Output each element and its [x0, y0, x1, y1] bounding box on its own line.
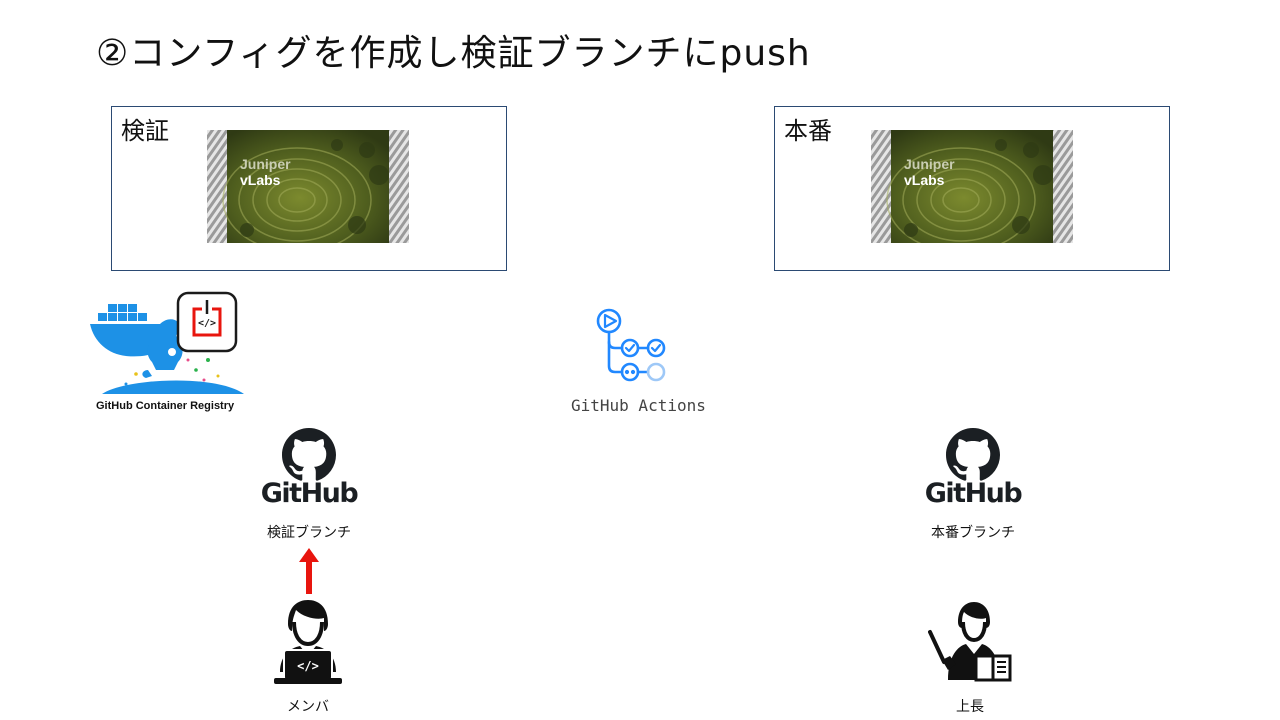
github-wordmark: GitHub	[924, 478, 1023, 509]
verification-branch-label: 検証ブランチ	[267, 525, 351, 541]
vlabs-juniper-text: Juniper	[240, 156, 291, 172]
vlabs-vlabs-text: vLabs	[240, 172, 281, 188]
developer-person-icon: </>	[274, 600, 342, 684]
member-label: メンバ	[287, 699, 329, 715]
svg-text:</>: </>	[198, 318, 216, 329]
github-octocat-icon	[282, 428, 336, 481]
juniper-vlabs-image: Juniper vLabs	[871, 130, 1073, 243]
actions-label: GitHub Actions	[571, 396, 706, 415]
member-person: </> メンバ	[262, 598, 354, 716]
github-octocat-icon	[946, 428, 1000, 481]
vlabs-juniper-text: Juniper	[904, 156, 955, 172]
registry-label: GitHub Container Registry	[96, 400, 235, 412]
verification-env-box: 検証 Juniper vLabs	[111, 106, 507, 271]
teacher-person-icon	[928, 602, 1012, 682]
boss-label: 上長	[956, 699, 984, 715]
github-actions: GitHub Actions	[560, 306, 724, 416]
github-actions-icon	[596, 308, 666, 382]
push-arrow-icon	[299, 548, 319, 594]
vlabs-landscape-image: Juniper vLabs	[871, 130, 1073, 243]
code-package-icon: </>	[176, 291, 238, 353]
github-verification-repo: GitHub 検証ブランチ	[250, 428, 368, 544]
vlabs-landscape-image: Juniper vLabs	[207, 130, 409, 243]
svg-text:</>: </>	[297, 659, 319, 673]
docker-whale-icon: </>	[90, 291, 244, 394]
juniper-vlabs-image: Juniper vLabs	[207, 130, 409, 243]
github-container-registry: </> GitHub Container Registry	[86, 290, 250, 416]
production-env-box: 本番 Juniper vLabs	[774, 106, 1170, 271]
slide-title: ②コンフィグを作成し検証ブランチにpush	[96, 33, 811, 74]
production-env-label: 本番	[784, 117, 832, 145]
boss-person: 上長	[924, 598, 1016, 716]
vlabs-vlabs-text: vLabs	[904, 172, 945, 188]
github-wordmark: GitHub	[260, 478, 359, 509]
github-production-repo: GitHub 本番ブランチ	[914, 428, 1032, 544]
production-branch-label: 本番ブランチ	[931, 525, 1015, 541]
verification-env-label: 検証	[121, 117, 169, 145]
